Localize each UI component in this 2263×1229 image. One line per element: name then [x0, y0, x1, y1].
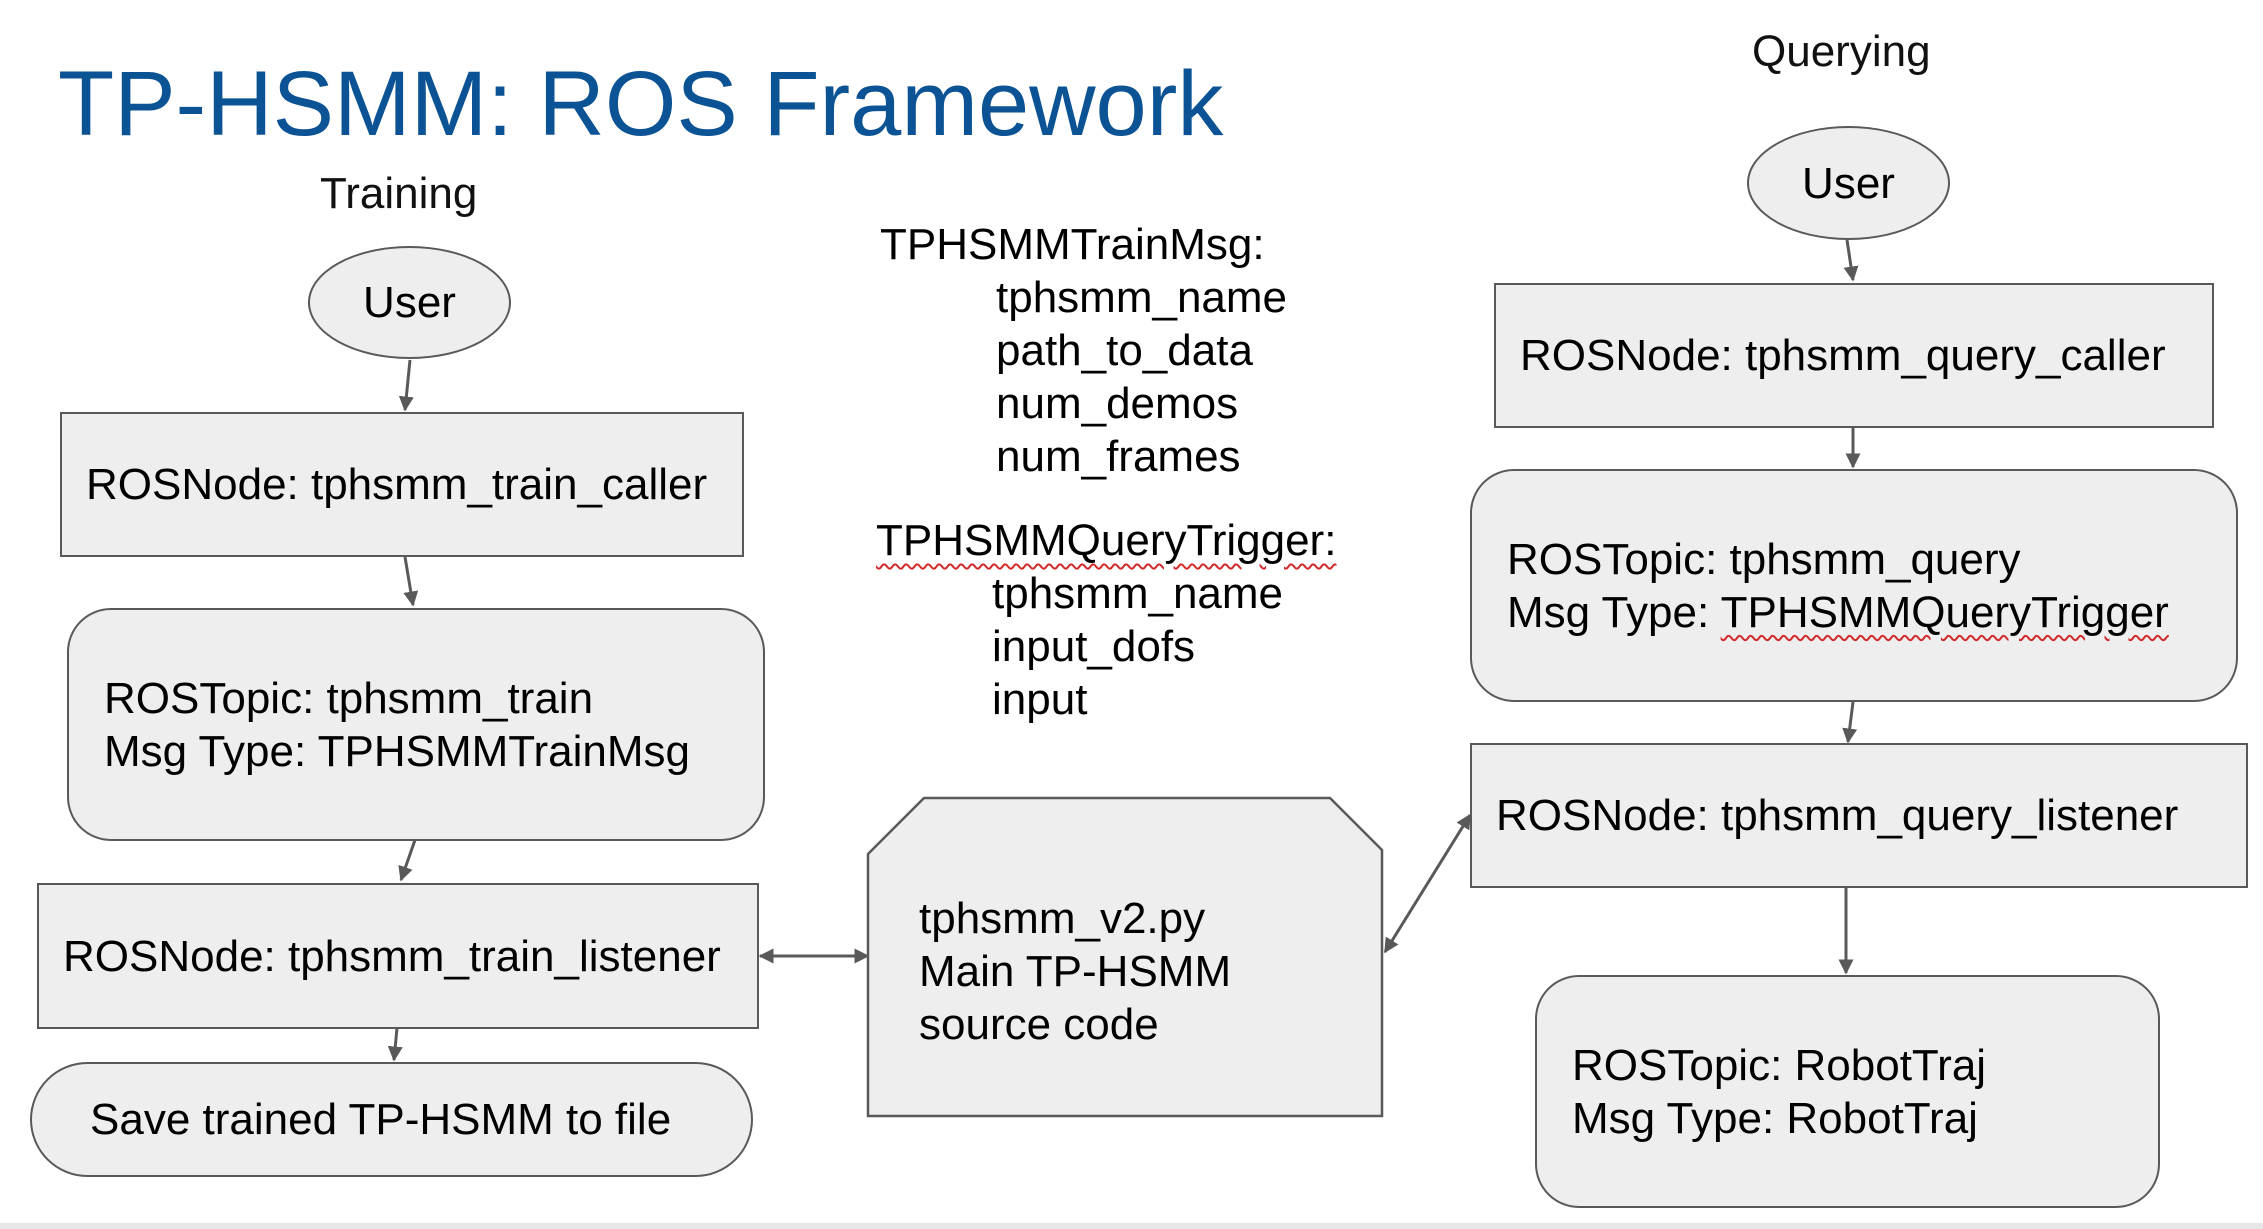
query-msg-definition: TPHSMMQueryTrigger: tphsmm_name input_do…	[876, 514, 1336, 726]
core-source-text: tphsmm_v2.py Main TP-HSMM source code	[919, 892, 1231, 1051]
query-caller-label: ROSNode: tphsmm_query_caller	[1520, 331, 2166, 380]
train-caller-node: ROSNode: tphsmm_train_caller	[60, 412, 744, 557]
train-msg-field: num_frames	[996, 432, 1241, 481]
arrow-query-listener-core-bidirectional	[1383, 813, 1472, 954]
train-topic-line1: ROSTopic: tphsmm_train	[104, 673, 594, 723]
train-msg-field: num_demos	[996, 379, 1239, 428]
query-topic-line2-prefix: Msg Type:	[1507, 587, 1721, 637]
query-msg-field: tphsmm_name	[992, 569, 1284, 618]
core-source-shape	[866, 796, 1384, 1118]
arrow-user-to-train-caller	[398, 359, 414, 412]
core-line2: Main TP-HSMM	[919, 947, 1232, 996]
query-listener-node: ROSNode: tphsmm_query_listener	[1470, 743, 2248, 888]
core-line1: tphsmm_v2.py	[919, 894, 1206, 943]
query-msg-field: input	[992, 675, 1088, 724]
arrow-topic-to-query-listener	[1842, 701, 1858, 744]
querying-user-label: User	[1802, 158, 1895, 208]
train-caller-label: ROSNode: tphsmm_train_caller	[86, 460, 708, 509]
query-listener-label: ROSNode: tphsmm_query_listener	[1496, 791, 2179, 840]
train-topic-node: ROSTopic: tphsmm_train Msg Type: TPHSMMT…	[67, 608, 765, 841]
train-topic-line2: Msg Type: TPHSMMTrainMsg	[104, 726, 690, 776]
train-msg-definition: TPHSMMTrainMsg: tphsmm_name path_to_data…	[880, 218, 1287, 483]
querying-section-label: Querying	[1752, 27, 1931, 76]
robot-traj-line1: ROSTopic: RobotTraj	[1572, 1040, 1987, 1090]
arrow-listener-to-save	[387, 1027, 403, 1062]
slide-bottom-edge	[0, 1223, 2263, 1229]
core-line3: source code	[919, 1000, 1159, 1049]
querying-user-node: User	[1747, 126, 1950, 240]
page-title: TP-HSMM: ROS Framework	[58, 53, 1224, 155]
train-listener-node: ROSNode: tphsmm_train_listener	[37, 883, 759, 1029]
save-model-node: Save trained TP-HSMM to file	[30, 1062, 753, 1177]
train-listener-label: ROSNode: tphsmm_train_listener	[63, 931, 721, 981]
arrow-user-to-query-caller	[1843, 239, 1859, 282]
query-topic-line2: Msg Type: TPHSMMQueryTrigger	[1507, 586, 2169, 639]
robot-traj-line2: Msg Type: RobotTraj	[1572, 1093, 1978, 1143]
training-user-label: User	[363, 278, 456, 327]
query-topic-line1: ROSTopic: tphsmm_query	[1507, 534, 2021, 584]
query-topic-node: ROSTopic: tphsmm_query Msg Type: TPHSMMQ…	[1470, 469, 2238, 702]
query-msg-field: input_dofs	[992, 622, 1196, 671]
save-model-label: Save trained TP-HSMM to file	[90, 1095, 672, 1144]
training-section-label: Training	[320, 169, 478, 218]
training-user-node: User	[308, 246, 511, 359]
robot-traj-topic-node: ROSTopic: RobotTraj Msg Type: RobotTraj	[1535, 975, 2160, 1208]
query-caller-node: ROSNode: tphsmm_query_caller	[1494, 283, 2214, 428]
query-msg-name: TPHSMMQueryTrigger:	[876, 516, 1337, 565]
arrow-caller-to-train-topic	[403, 556, 419, 607]
train-msg-field: tphsmm_name	[996, 273, 1288, 322]
query-topic-msg-type: TPHSMMQueryTrigger	[1720, 587, 2169, 637]
arrow-topic-to-train-listener	[398, 839, 417, 882]
train-msg-name: TPHSMMTrainMsg:	[880, 220, 1265, 269]
train-msg-field: path_to_data	[996, 326, 1253, 375]
